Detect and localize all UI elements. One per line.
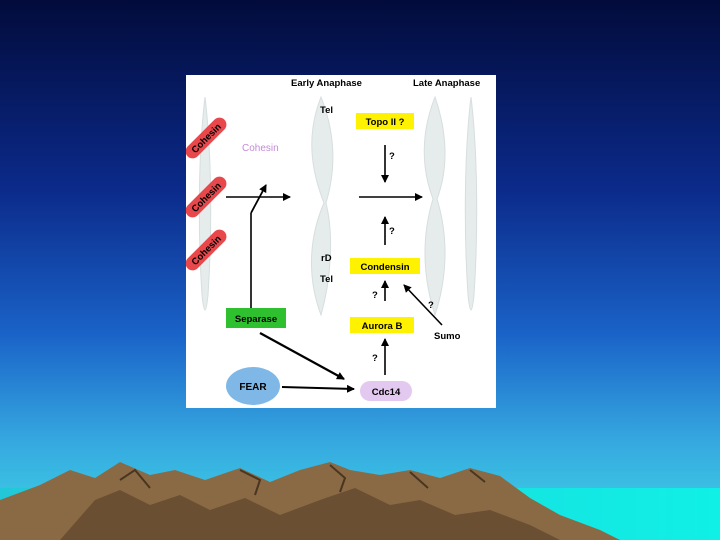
svg-text:Aurora B: Aurora B	[362, 321, 403, 332]
svg-text:FEAR: FEAR	[239, 382, 267, 393]
header-early-anaphase: Early Anaphase	[291, 78, 362, 89]
fear-node: FEAR	[226, 367, 280, 405]
condensin-box: Condensin	[350, 258, 420, 274]
chromosome-shapes	[199, 97, 476, 315]
cohesin-cleaved-label: Cohesin	[242, 143, 279, 154]
rd-label: rD	[321, 253, 332, 264]
svg-text:Separase: Separase	[235, 314, 277, 325]
arrow-to-cohesin-label	[251, 185, 266, 213]
arrow-separase-to-cdc14	[260, 333, 344, 379]
cdc14-node: Cdc14	[360, 381, 412, 401]
svg-text:Cdc14: Cdc14	[372, 387, 401, 398]
question-mark: ?	[428, 300, 434, 311]
question-mark: ?	[389, 226, 395, 237]
question-mark: ?	[372, 290, 378, 301]
question-mark: ?	[372, 353, 378, 364]
header-late-anaphase: Late Anaphase	[413, 78, 480, 89]
tel-top-label: Tel	[320, 105, 333, 116]
svg-text:Topo II ?: Topo II ?	[366, 117, 405, 128]
tel-bottom-label: Tel	[320, 274, 333, 285]
anaphase-diagram: Early Anaphase Late Anaphase Cohesin Coh…	[186, 75, 496, 408]
separase-box: Separase	[226, 308, 286, 328]
topo-ii-box: Topo II ?	[356, 113, 414, 129]
sumo-label: Sumo	[434, 331, 461, 342]
svg-text:Condensin: Condensin	[360, 262, 409, 273]
arrow-fear-to-cdc14	[282, 387, 354, 389]
aurora-b-box: Aurora B	[350, 317, 414, 333]
question-mark: ?	[389, 151, 395, 162]
